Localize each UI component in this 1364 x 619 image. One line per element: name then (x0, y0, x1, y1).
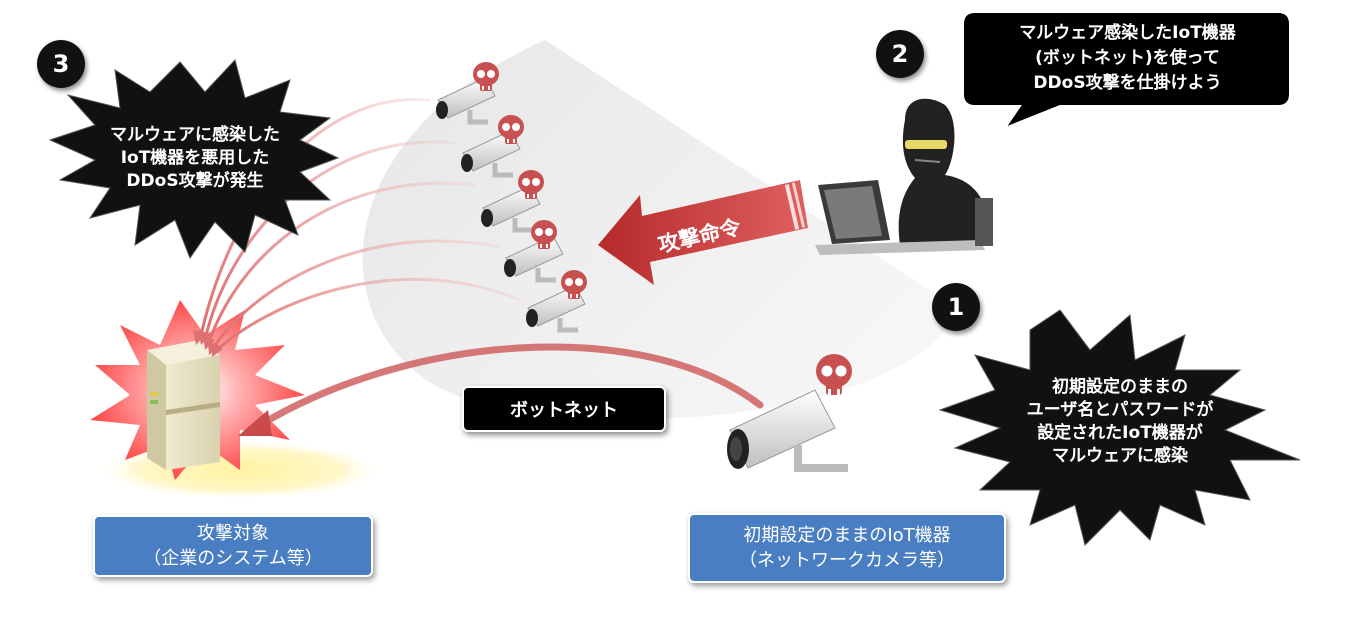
step-badge-2: 2 (876, 30, 924, 78)
step1-text: 初期設定のままの ユーザ名とパスワードが 設定されたIoT機器が マルウェアに感… (1020, 376, 1220, 468)
step1-line: ユーザ名とパスワードが (1026, 400, 1214, 420)
skull-icon (816, 354, 852, 395)
step1-line: 初期設定のままの (1052, 377, 1188, 397)
step2-line: DDoS攻撃を仕掛けよう (1033, 73, 1222, 93)
attack-curve (206, 181, 476, 346)
device-label-line: 初期設定のままのIoT機器 (743, 525, 951, 546)
botnet-camera (461, 115, 524, 178)
device-label-line: （ネットワークカメラ等） (739, 550, 955, 571)
target-label: 攻撃対象 （企業のシステム等） (93, 515, 373, 577)
infection-arrowhead (238, 410, 272, 436)
attack-arrowheads (193, 330, 223, 357)
step2-text: マルウェア感染したIoT機器 (ボットネット)を使って DDoS攻撃を仕掛けよう (975, 21, 1280, 96)
step3-burst (48, 58, 340, 260)
step2-line: マルウェア感染したIoT機器 (1019, 23, 1236, 43)
infection-curve (256, 343, 764, 429)
step3-line: DDoS攻撃が発生 (126, 171, 264, 191)
hacker-icon (815, 98, 993, 255)
target-label-line: （企業のシステム等） (143, 548, 323, 569)
step3-line: IoT機器を悪用した (120, 148, 270, 168)
step1-line: マルウェアに感染 (1052, 446, 1188, 466)
device-label: 初期設定のままのIoT機器 （ネットワークカメラ等） (688, 513, 1006, 583)
botnet-camera (526, 270, 587, 333)
attack-curve (213, 277, 521, 354)
network-camera-icon (727, 354, 852, 472)
botnet-cameras (436, 62, 587, 333)
step-badge-1: 1 (932, 283, 980, 331)
step2-line: (ボットネット)を使って (1035, 48, 1220, 68)
skull-icon (561, 270, 587, 299)
step1-line: 設定されたIoT機器が (1037, 423, 1203, 443)
attack-curve (210, 239, 501, 351)
step3-text: マルウェアに感染した IoT機器を悪用した DDoS攻撃が発生 (95, 124, 295, 193)
skull-icon (518, 170, 544, 199)
skull-icon (498, 115, 524, 144)
botnet-label: ボットネット (462, 386, 666, 432)
attack-command-arrow (598, 180, 808, 285)
target-label-line: 攻撃対象 (197, 523, 269, 544)
attack-curves (198, 97, 521, 354)
botnet-camera (436, 62, 499, 125)
step3-line: マルウェアに感染した (110, 125, 280, 145)
botnet-camera (481, 170, 544, 233)
step1-burst (938, 309, 1301, 546)
server-icon (147, 340, 220, 470)
botnet-camera (504, 220, 564, 283)
skull-icon (531, 220, 557, 249)
skull-icon (473, 62, 499, 91)
speech-bubble (962, 11, 1291, 131)
step-badge-3: 3 (37, 40, 85, 88)
